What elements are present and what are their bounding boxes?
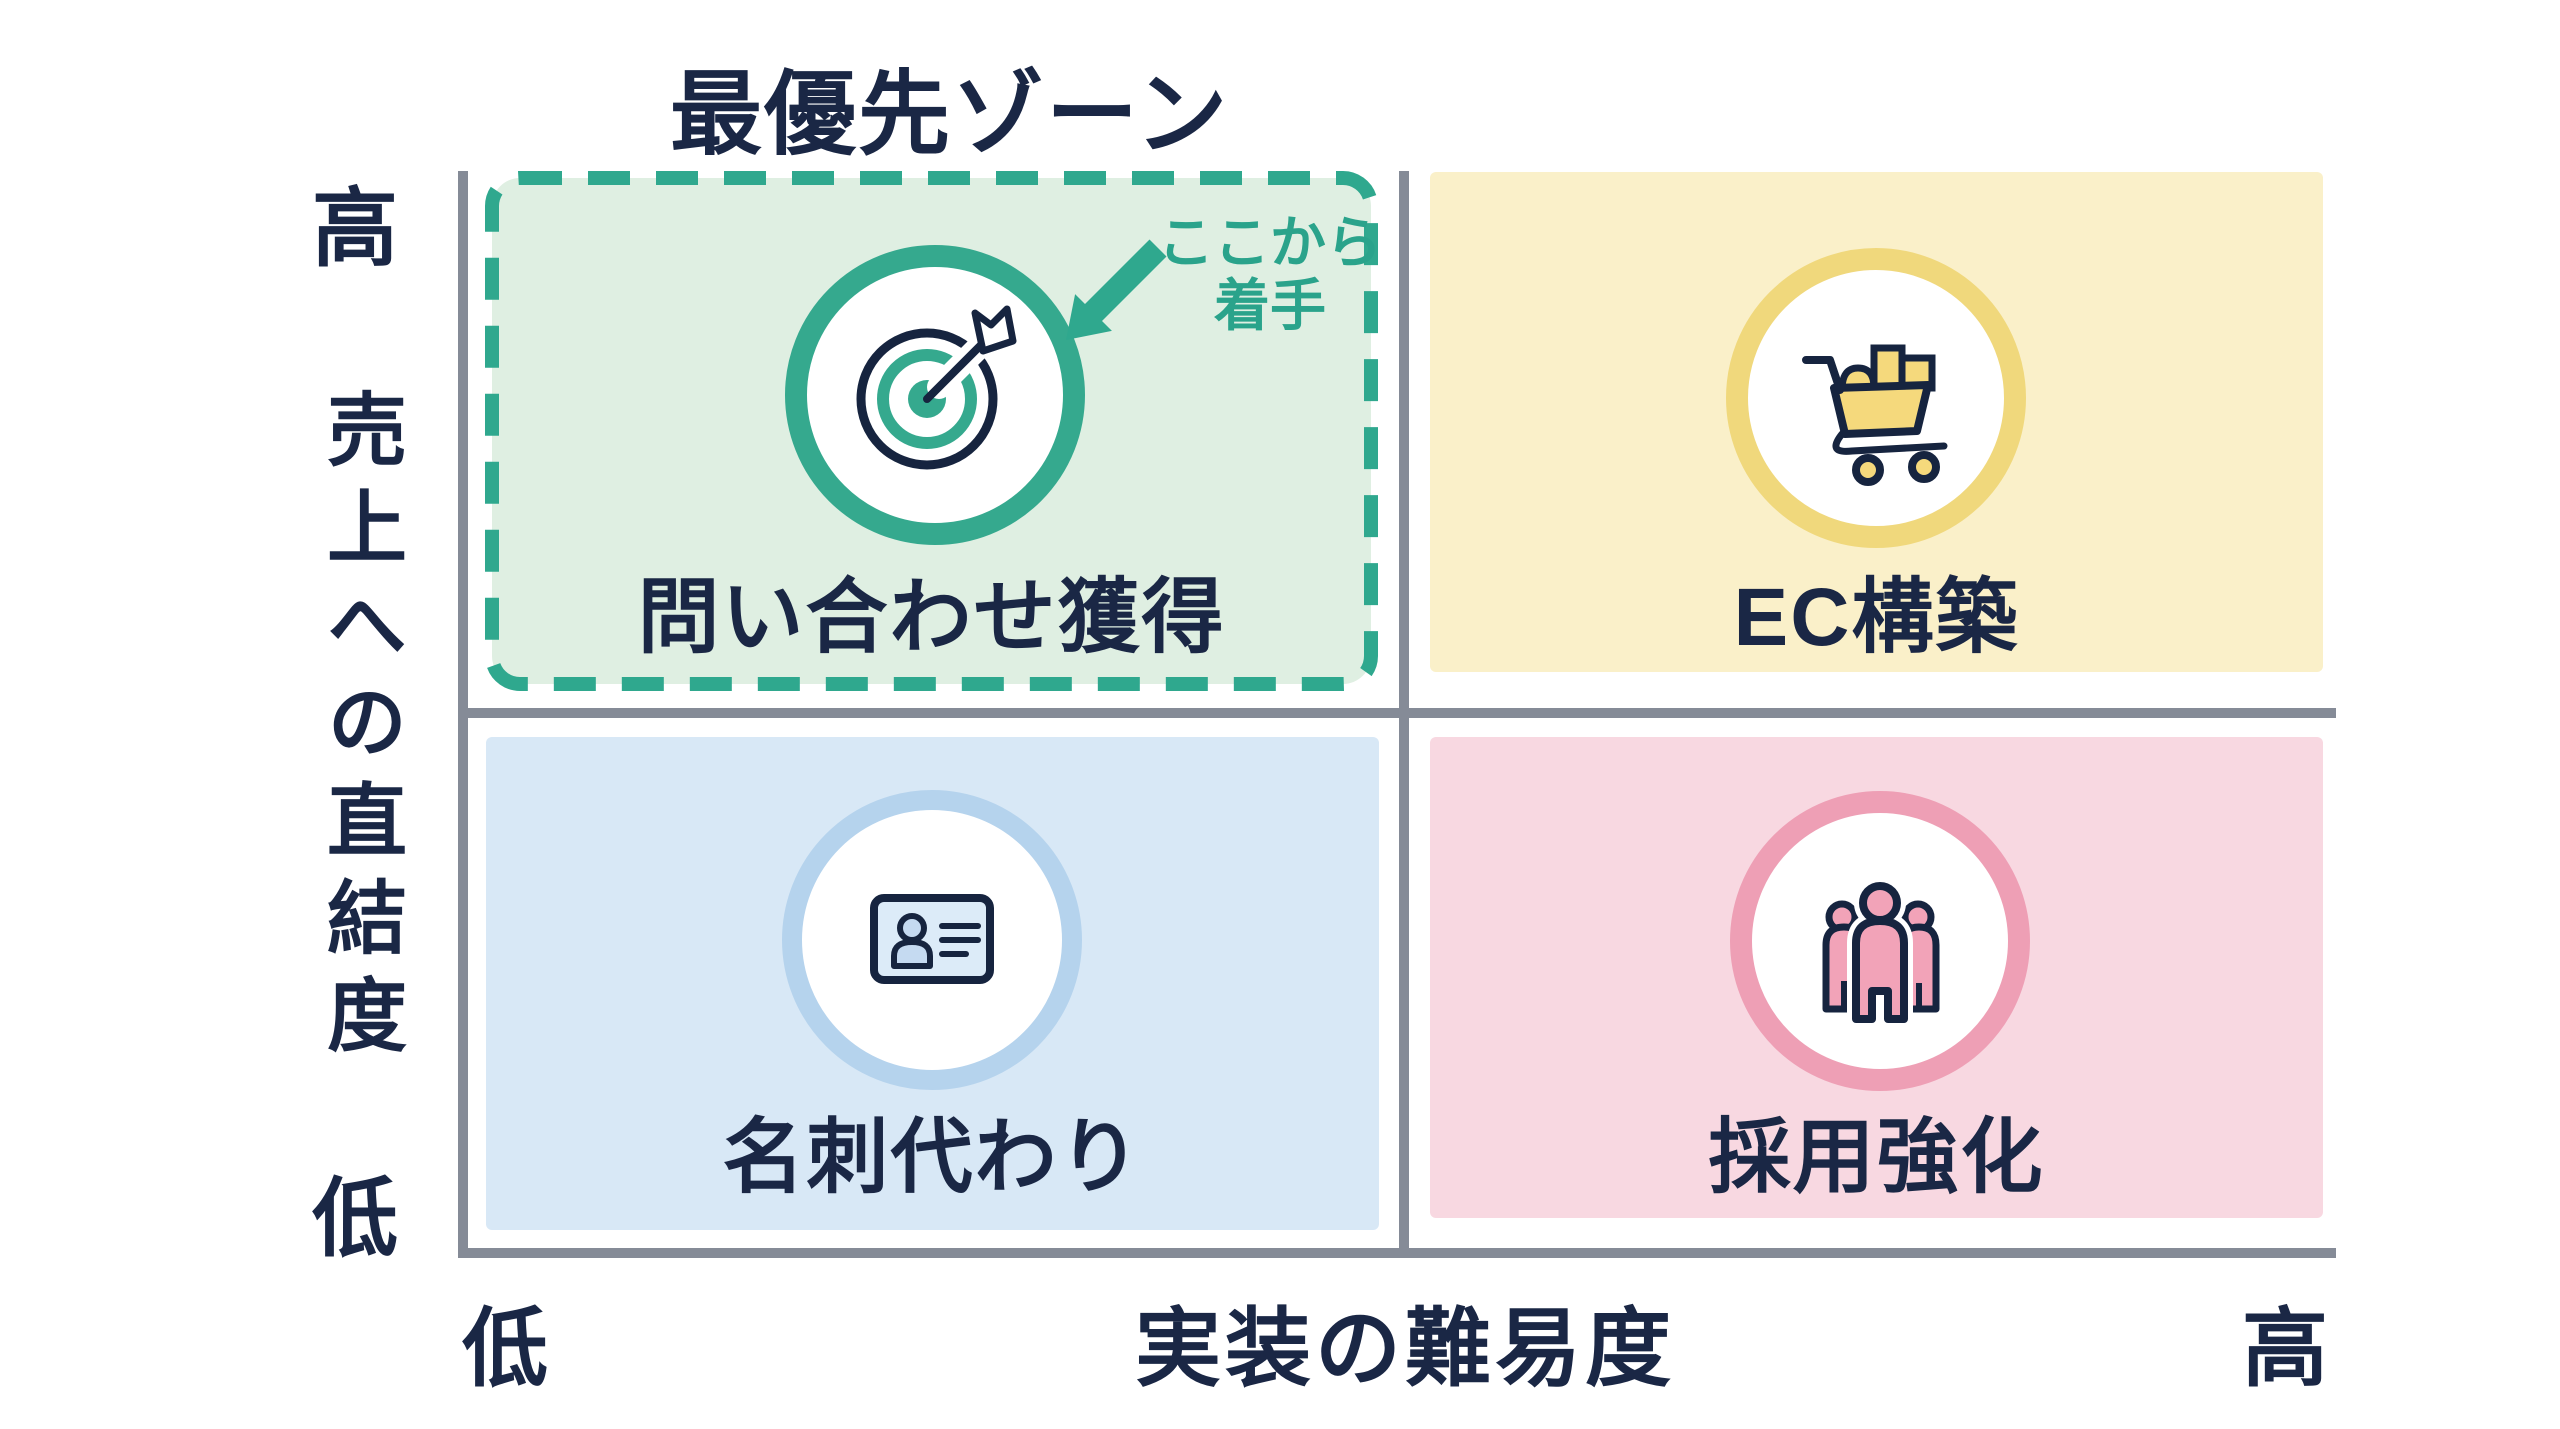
card-circle-badge (782, 790, 1082, 1090)
x-axis-line (458, 1248, 2336, 1258)
label-recruiting: 採用強化 (1708, 1112, 2045, 1203)
shopping-cart-icon (1802, 344, 1948, 486)
y-axis-high-label: 高 (312, 181, 398, 277)
annotation-line1: ここから (1158, 211, 1382, 274)
x-axis-title: 実装の難易度 (1135, 1301, 1675, 1397)
x-axis-high-label: 高 (2242, 1301, 2328, 1397)
people-icon (1822, 877, 1940, 1028)
target-circle-badge (785, 245, 1085, 545)
target-icon (856, 305, 1017, 470)
page-title: 最優先ゾーン (670, 64, 1230, 166)
label-ec-build: EC構築 (1733, 572, 2020, 663)
y-axis-low-label: 低 (312, 1171, 398, 1267)
annotation-arrow-icon (1066, 239, 1167, 340)
center-horizontal-line (458, 708, 2336, 718)
annotation-start-here: ここから 着手 (1130, 211, 1410, 337)
y-axis-title: 売上への直結度 (316, 388, 405, 1072)
label-business-card: 名刺代わり (722, 1112, 1143, 1203)
x-axis-low-label: 低 (462, 1301, 548, 1397)
label-inquiry-acquisition: 問い合わせ獲得 (637, 572, 1226, 663)
annotation-line2: 着手 (1214, 273, 1326, 337)
cart-circle-badge (1726, 248, 2026, 548)
people-circle-badge (1730, 791, 2030, 1091)
business-card-icon (870, 894, 994, 984)
